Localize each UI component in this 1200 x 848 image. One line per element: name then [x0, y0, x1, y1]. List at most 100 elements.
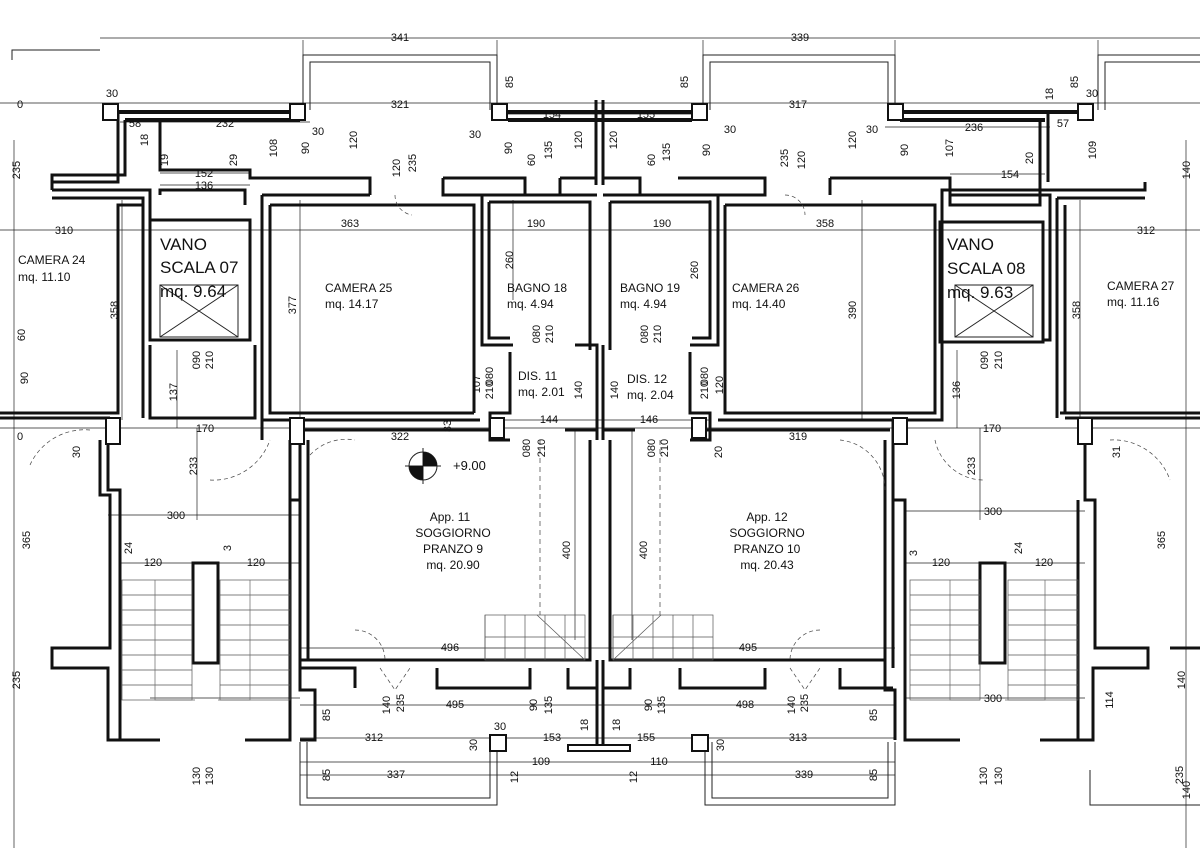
dim-label-vertical: 90: [19, 372, 31, 384]
dim-label: 146: [640, 414, 658, 426]
dim-label: 0: [17, 99, 23, 111]
dim-label-vertical: 235: [395, 694, 407, 712]
room-name-app11-l3: PRANZO 9: [423, 542, 483, 556]
dim-label-vertical: 080: [531, 325, 543, 343]
dim-label-vertical: 120: [847, 131, 859, 149]
dim-label: 30: [494, 721, 506, 733]
dim-label: 232: [216, 118, 234, 130]
dim-label: 358: [816, 218, 834, 230]
dim-label-vertical: 080: [521, 439, 533, 457]
dim-label: 30: [469, 129, 481, 141]
dim-label-vertical: 3: [222, 545, 234, 551]
dim-label-vertical: 120: [796, 151, 808, 169]
dim-label-vertical: 90: [643, 699, 655, 711]
dim-label-vertical: 130: [191, 767, 203, 785]
dim-label-vertical: 85: [321, 709, 333, 721]
dim-label-vertical: 90: [300, 142, 312, 154]
dim-label-vertical: 29: [228, 154, 240, 166]
dim-label: 0: [17, 431, 23, 443]
dim-label-vertical: 235: [407, 154, 419, 172]
dim-label: 300: [167, 510, 185, 522]
dim-label-vertical: 400: [638, 541, 650, 559]
dim-label-vertical: 85: [321, 769, 333, 781]
dimension-labels: 341 339 321 317 232 236 154 155 58 57 30…: [11, 32, 1193, 799]
dim-label-vertical: 235: [799, 694, 811, 712]
dim-label-vertical: 19: [159, 154, 171, 166]
dim-label-vertical: 137: [168, 383, 180, 401]
room-area-bagno18: mq. 4.94: [507, 297, 554, 311]
dim-label: 153: [543, 732, 561, 744]
dim-label: 495: [446, 699, 464, 711]
dim-label: 30: [312, 126, 324, 138]
dim-label: 339: [791, 32, 809, 44]
dim-label-vertical: 120: [608, 131, 620, 149]
room-area-camera25: mq. 14.17: [325, 297, 379, 311]
dim-label-vertical: 31: [1111, 446, 1123, 458]
room-area-vano08: mq. 9.63: [947, 283, 1013, 302]
dim-label-vertical: 18: [579, 719, 591, 731]
room-area-app12: mq. 20.43: [740, 558, 794, 572]
dim-label-vertical: 140: [1181, 161, 1193, 179]
dim-label-vertical: 210: [993, 351, 1005, 369]
dim-label-vertical: 60: [526, 154, 538, 166]
dim-label: 300: [984, 693, 1002, 705]
dim-label-vertical: 140: [573, 381, 585, 399]
dim-label-vertical: 135: [543, 141, 555, 159]
room-name-app12-l1: App. 12: [746, 510, 788, 524]
room-name-vano07-l1: VANO: [160, 235, 207, 254]
dim-label-vertical: 108: [268, 139, 280, 157]
dim-label: 339: [795, 769, 813, 781]
dim-label-vertical: 107: [471, 375, 483, 393]
dim-label-vertical: 20: [713, 446, 725, 458]
dim-label: 498: [736, 699, 754, 711]
walls: [0, 100, 1200, 750]
dim-label: 312: [1137, 225, 1155, 237]
dim-label: 495: [739, 642, 757, 654]
dim-label-vertical: 18: [1044, 88, 1056, 100]
dimension-lines: [0, 37, 1200, 848]
dim-label: 170: [983, 423, 1001, 435]
dim-label: 30: [866, 124, 878, 136]
room-area-dis11: mq. 2.01: [518, 385, 565, 399]
dim-label: 144: [540, 414, 558, 426]
dim-label-vertical: 30: [71, 446, 83, 458]
dim-label-vertical: 109: [1087, 141, 1099, 159]
dim-label: 310: [55, 225, 73, 237]
dim-label-vertical: 210: [544, 325, 556, 343]
dim-label-vertical: 3: [908, 550, 920, 556]
dim-label-vertical: 080: [484, 367, 496, 385]
dim-label-vertical: 233: [966, 457, 978, 475]
dim-label: 30: [106, 88, 118, 100]
dim-label: 120: [247, 557, 265, 569]
dim-label: 312: [365, 732, 383, 744]
dim-label-vertical: 18: [611, 719, 623, 731]
dim-label-vertical: 130: [978, 767, 990, 785]
dim-label-vertical: 377: [287, 296, 299, 314]
dim-label-vertical: 235: [11, 671, 23, 689]
dim-label-vertical: 260: [504, 251, 516, 269]
dim-label-vertical: 210: [699, 381, 711, 399]
dim-label-vertical: 140: [1176, 671, 1188, 689]
dim-label: 109: [532, 756, 550, 768]
dim-label-vertical: 85: [504, 76, 516, 88]
dim-label-vertical: 400: [561, 541, 573, 559]
room-name-vano07-l2: SCALA 07: [160, 258, 238, 277]
dim-label-vertical: 130: [993, 767, 1005, 785]
dim-label-vertical: 90: [528, 699, 540, 711]
room-area-app11: mq. 20.90: [426, 558, 480, 572]
dim-label-vertical: 210: [536, 439, 548, 457]
stairs: [121, 440, 1079, 701]
dim-label-vertical: 210: [652, 325, 664, 343]
dim-label-vertical: 140: [381, 696, 393, 714]
dim-label: 57: [1057, 118, 1069, 130]
dim-label-vertical: 135: [656, 696, 668, 714]
doors: [29, 194, 1171, 691]
dim-label: 317: [789, 99, 807, 111]
dim-label-vertical: 18: [139, 134, 151, 146]
dim-label-vertical: 90: [701, 144, 713, 156]
dim-label: 152: [195, 168, 213, 180]
room-name-camera27: CAMERA 27: [1107, 279, 1175, 293]
dim-label: 322: [391, 431, 409, 443]
